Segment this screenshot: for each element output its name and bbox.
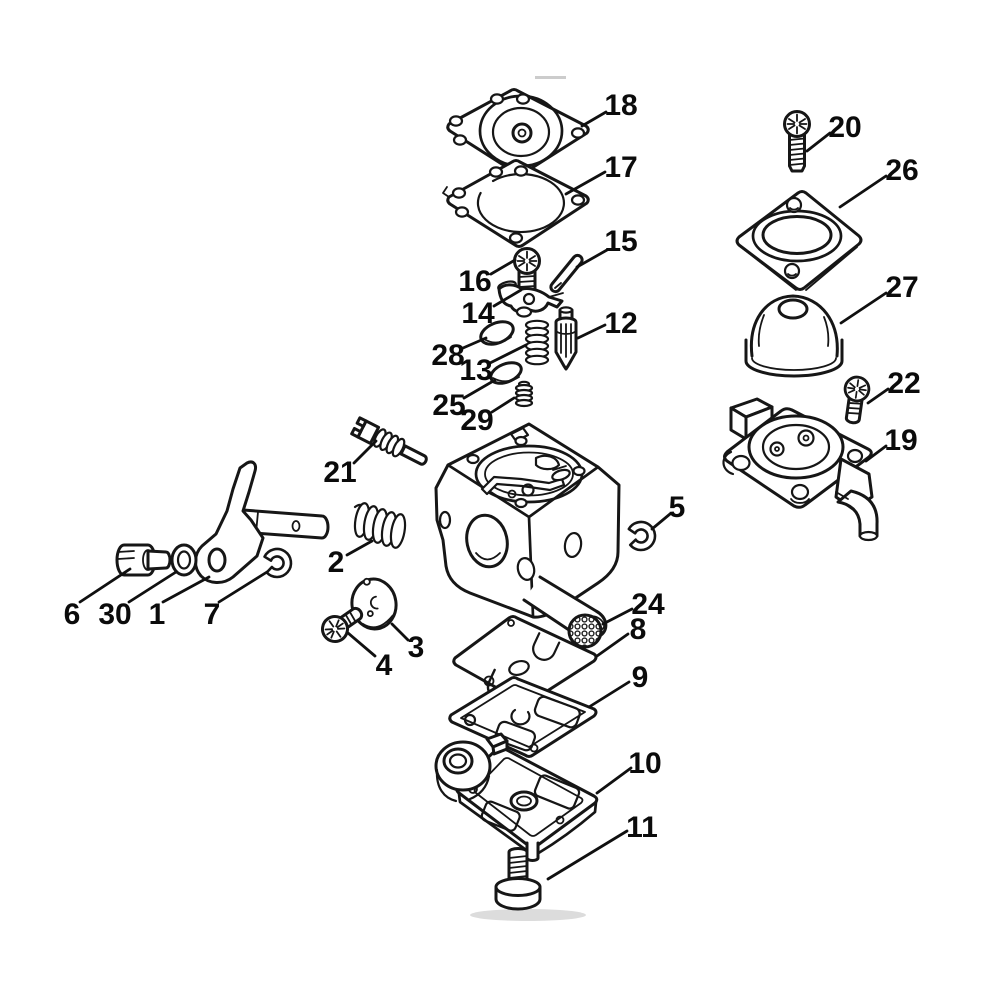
callout-6-leader	[78, 567, 132, 604]
callout-18-label: 18	[604, 89, 637, 122]
callout-27-leader	[839, 291, 888, 325]
callout-22-leader	[866, 387, 890, 405]
callout-29-label: 29	[460, 404, 493, 437]
callout-26-label: 26	[885, 154, 918, 187]
callout-21-leader	[352, 439, 378, 465]
callout-7-leader	[217, 570, 269, 604]
callout-20-label: 20	[828, 111, 861, 144]
part-13-spring	[524, 319, 550, 366]
callout-17-leader	[564, 170, 607, 196]
callout-18-leader	[580, 110, 608, 128]
callout-6-label: 6	[64, 598, 81, 631]
scan-artifact	[535, 76, 566, 79]
callout-3-label: 3	[408, 631, 425, 664]
part-12-inlet-needle	[554, 306, 578, 371]
callout-24-label: 24	[631, 588, 665, 621]
part-24-screen	[567, 613, 603, 649]
callout-3-leader	[390, 622, 410, 642]
callout-5-label: 5	[669, 491, 686, 524]
callout-29-leader	[490, 396, 516, 414]
callout-12-leader	[576, 323, 607, 340]
part-27-primer-bulb	[744, 294, 844, 378]
part-22-screw	[842, 374, 872, 425]
part-17-diaphragm-gasket	[442, 159, 590, 248]
callout-4-leader	[346, 631, 377, 658]
callout-11-label: 11	[626, 811, 658, 844]
callout-30-leader	[127, 570, 178, 604]
callout-13-label: 13	[459, 354, 492, 387]
part-5-e-clip	[627, 519, 658, 553]
callout-8-leader	[595, 632, 630, 658]
callout-26-leader	[838, 174, 888, 209]
callout-20-leader	[805, 131, 832, 153]
callout-1-leader	[161, 575, 211, 604]
part-20-screw	[783, 110, 811, 173]
part-30-washer	[170, 543, 198, 577]
callout-30-label: 30	[98, 598, 131, 631]
callout-13-leader	[488, 343, 528, 365]
ground-shadow	[470, 909, 586, 921]
callout-2-leader	[345, 539, 374, 557]
callout-15-leader	[575, 248, 609, 269]
callout-17-label: 17	[604, 151, 637, 184]
callout-19-label: 19	[884, 424, 917, 457]
part-18-diaphragm-cover	[446, 88, 590, 176]
callout-19-leader	[864, 444, 888, 463]
callout-10-leader	[595, 766, 633, 795]
callout-16-leader	[489, 258, 517, 276]
callout-24-leader	[601, 607, 634, 626]
part-29-valve	[514, 380, 534, 408]
callout-27-label: 27	[885, 271, 918, 304]
callout-14-leader	[492, 288, 523, 308]
callout-5-leader	[650, 512, 672, 531]
callout-11-leader	[546, 829, 629, 881]
part-4-screw	[316, 606, 364, 648]
part-9-gasket	[448, 676, 598, 758]
callout-25-label: 25	[432, 389, 465, 422]
callout-4-label: 4	[376, 649, 393, 682]
callout-25-leader	[462, 378, 497, 400]
callout-9-label: 9	[632, 661, 649, 694]
part-2-spring	[353, 502, 407, 549]
callout-16-label: 16	[458, 265, 491, 298]
part-15-pin	[549, 253, 584, 294]
part-25-plug	[489, 361, 523, 385]
part-10-pump-cover	[434, 732, 599, 862]
part-28-plug	[479, 320, 515, 346]
callout-8-label: 8	[630, 613, 647, 646]
part-26-primer-flange	[735, 190, 863, 291]
part-7-e-clip	[262, 545, 295, 580]
callout-2-label: 2	[328, 546, 345, 579]
part-6-adjuster-barrel	[115, 543, 172, 577]
callout-14-label: 14	[461, 297, 495, 330]
callout-1-label: 1	[149, 598, 166, 631]
callout-21-label: 21	[323, 456, 356, 489]
callout-10-label: 10	[628, 747, 661, 780]
callout-9-leader	[587, 680, 631, 709]
part-1-throttle-shaft	[194, 460, 330, 584]
part-14-metering-lever	[497, 280, 564, 318]
callout-28-leader	[461, 336, 488, 350]
part-19-pump-body	[722, 397, 879, 542]
callout-22-label: 22	[887, 367, 920, 400]
callout-7-label: 7	[204, 598, 221, 631]
callout-15-label: 15	[604, 225, 637, 258]
part-11-screw	[494, 847, 542, 911]
callout-12-label: 12	[604, 307, 637, 340]
part-carburetor-body	[434, 422, 621, 641]
callout-28-label: 28	[431, 339, 464, 372]
part-21-adjustment-screw	[350, 416, 428, 466]
